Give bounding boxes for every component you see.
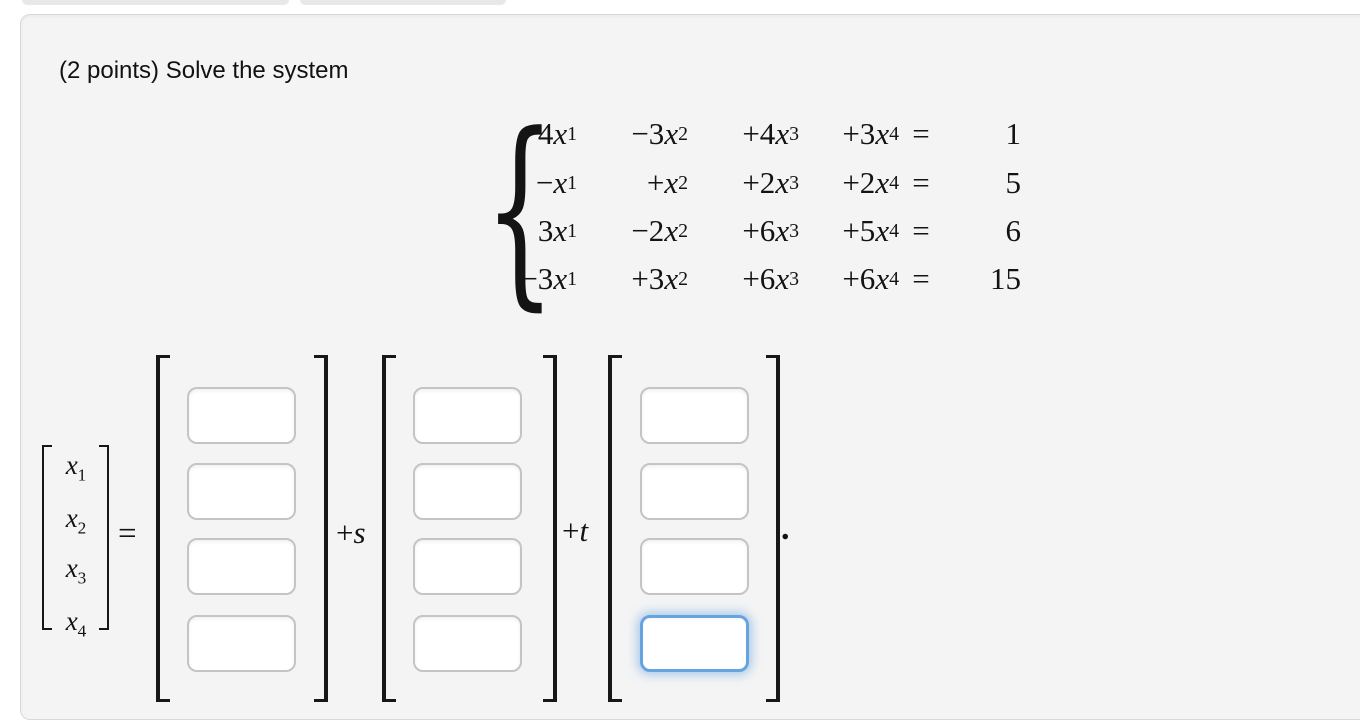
- vector-entry: x2: [65, 503, 87, 538]
- vector-bracket-left: [42, 445, 52, 630]
- trailing-period: .: [781, 510, 790, 547]
- answer-input-col2-row1[interactable]: [413, 387, 522, 444]
- scalar-s-label: +s: [336, 515, 366, 550]
- equals-sign: =: [912, 164, 930, 200]
- answer-input-col1-row3[interactable]: [187, 538, 296, 595]
- left-curly-brace-icon: {: [484, 91, 556, 329]
- vector-entry: x3: [65, 553, 87, 588]
- eq-rhs: 5: [1005, 164, 1022, 200]
- problem-title: (2 points) Solve the system: [59, 57, 349, 84]
- matrix-bracket-right: [543, 355, 557, 702]
- answer-input-col3-row2[interactable]: [640, 463, 749, 520]
- answer-input-col3-row1[interactable]: [640, 387, 749, 444]
- equals-sign: =: [912, 212, 930, 248]
- answer-input-col1-row1[interactable]: [187, 387, 296, 444]
- eq-rhs: 6: [1005, 212, 1022, 248]
- eq-rhs: 15: [990, 261, 1021, 297]
- matrix-bracket-left: [382, 355, 396, 702]
- answer-equals-sign: =: [118, 516, 137, 552]
- matrix-bracket-left: [156, 355, 170, 702]
- equals-sign: =: [912, 116, 930, 152]
- scalar-t-label: +t: [562, 513, 589, 548]
- answer-input-col1-row4[interactable]: [187, 615, 296, 672]
- answer-input-col2-row4[interactable]: [413, 615, 522, 672]
- top-tab-remnant-1: [22, 0, 289, 5]
- vector-entry: x4: [65, 606, 87, 641]
- equals-sign: =: [912, 261, 930, 297]
- answer-input-col3-row3[interactable]: [640, 538, 749, 595]
- eq-rhs: 1: [1005, 116, 1022, 152]
- answer-input-col3-row4-focused[interactable]: [640, 615, 749, 672]
- vector-bracket-right: [99, 445, 109, 630]
- answer-input-col1-row2[interactable]: [187, 463, 296, 520]
- matrix-bracket-left: [608, 355, 622, 702]
- top-tab-remnant-2: [300, 0, 506, 5]
- vector-entry: x1: [65, 450, 87, 485]
- matrix-bracket-right: [314, 355, 328, 702]
- answer-input-col2-row3[interactable]: [413, 538, 522, 595]
- answer-input-col2-row2[interactable]: [413, 463, 522, 520]
- matrix-bracket-right: [766, 355, 780, 702]
